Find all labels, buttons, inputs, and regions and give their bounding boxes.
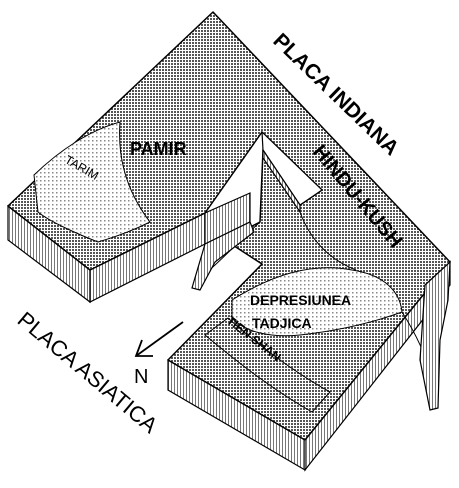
label-north: N: [134, 366, 148, 388]
label-depresiunea: DEPRESIUNEA: [250, 292, 351, 308]
label-tadjica: TADJICA: [252, 315, 312, 331]
label-pamir: PAMIR: [130, 139, 187, 159]
